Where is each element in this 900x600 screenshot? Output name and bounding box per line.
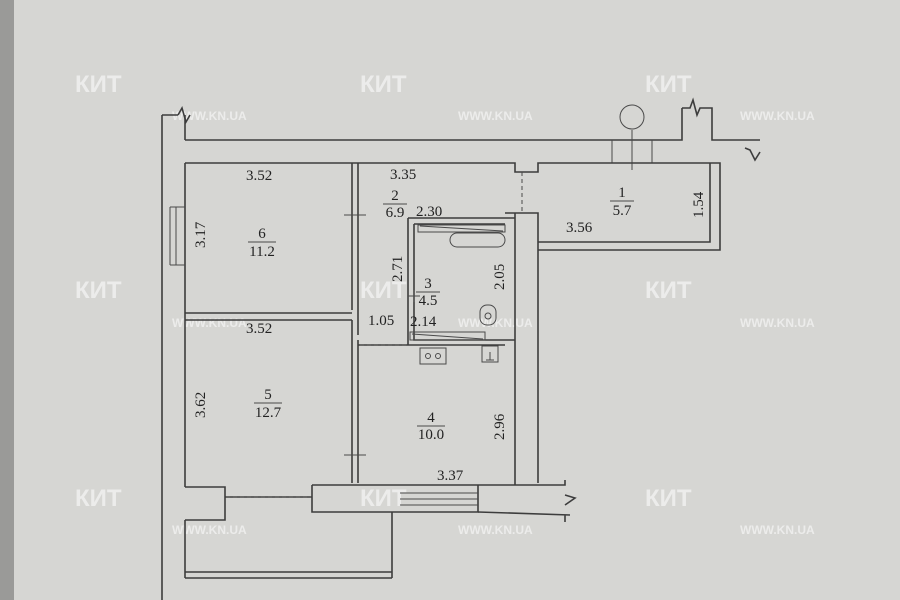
dim-r5-width: 3.52 (246, 321, 272, 337)
watermark-logo: КИТ (645, 277, 692, 304)
dim-r5-height: 3.62 (193, 392, 209, 418)
watermark-logo: КИТ (75, 71, 122, 98)
watermark-url: WWW.KN.UA (740, 109, 815, 123)
watermarks: КИТ КИТ КИТ WWW.KN.UA WWW.KN.UA WWW.KN.U… (75, 71, 815, 537)
dimensions: 3.52 3.17 3.52 3.62 3.35 2.71 1.05 2.30 … (193, 167, 707, 484)
dim-r6-width: 3.52 (246, 168, 272, 184)
watermark-url: WWW.KN.UA (458, 523, 533, 537)
dim-r1-width: 3.56 (566, 220, 593, 236)
riser-symbol (619, 104, 645, 130)
dim-r3-top: 2.30 (416, 204, 442, 220)
watermark-row-3: КИТ КИТ КИТ WWW.KN.UA WWW.KN.UA WWW.KN.U… (75, 485, 815, 537)
watermark-logo: КИТ (75, 277, 122, 304)
watermark-url: WWW.KN.UA (458, 109, 533, 123)
room-area: 5.7 (613, 203, 632, 219)
dim-r2-width: 3.35 (390, 167, 416, 183)
sink-icon (481, 345, 499, 363)
room-6: 6 11.2 (248, 226, 276, 260)
watermark-logo: КИТ (75, 485, 122, 512)
dim-r2-depth: 2.71 (390, 256, 406, 282)
watermark-logo: КИТ (360, 71, 407, 98)
dim-r1-height: 1.54 (691, 191, 707, 218)
toilet-icon (479, 304, 497, 326)
room-1: 1 5.7 (610, 185, 634, 219)
watermark-logo: КИТ (360, 485, 407, 512)
watermark-url: WWW.KN.UA (740, 316, 815, 330)
dim-r3-height: 2.05 (492, 264, 508, 290)
watermark-url: WWW.KN.UA (172, 523, 247, 537)
watermark-row-2: КИТ КИТ КИТ WWW.KN.UA WWW.KN.UA WWW.KN.U… (75, 277, 815, 330)
watermark-logo: КИТ (645, 71, 692, 98)
room-5: 5 12.7 (254, 387, 282, 421)
room-2: 2 6.9 (383, 188, 407, 221)
watermark-url: WWW.KN.UA (740, 523, 815, 537)
dim-r6-height: 3.17 (193, 221, 209, 248)
dim-r2-niche: 1.05 (368, 313, 394, 329)
dim-r4-width: 3.37 (437, 468, 464, 484)
room-number: 4 (427, 410, 435, 426)
dim-r3-bottom: 2.14 (410, 314, 437, 330)
photo-edge-shadow (0, 0, 14, 600)
dim-r4-height: 2.96 (492, 413, 508, 440)
watermark-logo: КИТ (645, 485, 692, 512)
stove-icon (419, 347, 447, 365)
room-number: 6 (258, 226, 266, 242)
room-number: 2 (391, 188, 399, 204)
room-area: 4.5 (419, 293, 438, 309)
room-area: 12.7 (255, 405, 282, 421)
room-number: 5 (264, 387, 272, 403)
room-area: 10.0 (418, 427, 444, 443)
bathtub-icon (449, 232, 506, 248)
room-3: 3 4.5 (416, 276, 440, 309)
watermark-url: WWW.KN.UA (172, 109, 247, 123)
room-number: 1 (618, 185, 626, 201)
walls (161, 97, 761, 600)
watermark-url: WWW.KN.UA (172, 316, 247, 330)
watermark-url: WWW.KN.UA (458, 316, 533, 330)
room-area: 6.9 (386, 205, 405, 221)
room-4: 4 10.0 (417, 410, 445, 443)
room-number: 3 (424, 276, 432, 292)
watermark-logo: КИТ (360, 277, 407, 304)
room-area: 11.2 (249, 244, 275, 260)
watermark-row-1: КИТ КИТ КИТ WWW.KN.UA WWW.KN.UA WWW.KN.U… (75, 71, 815, 123)
